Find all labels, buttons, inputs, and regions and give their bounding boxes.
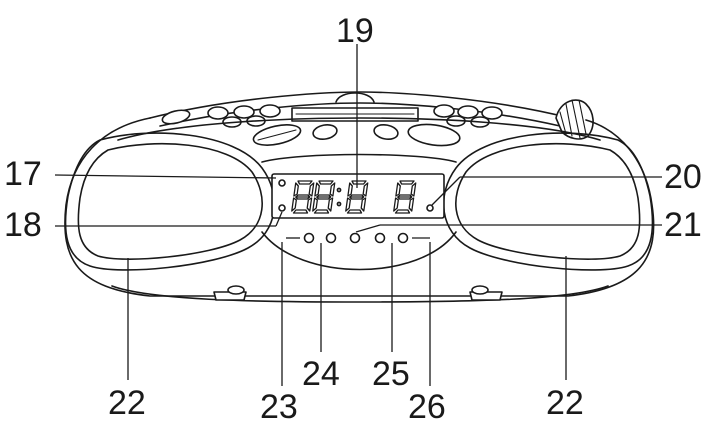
top-button bbox=[259, 104, 281, 118]
callouts: 17 18 19 20 21 22 22 23 24 25 26 bbox=[4, 12, 702, 426]
tuning-knob bbox=[555, 99, 594, 140]
feet bbox=[213, 285, 503, 301]
callout-23: 23 bbox=[260, 388, 298, 426]
front-button-row bbox=[286, 232, 430, 244]
digit bbox=[345, 180, 369, 214]
digit bbox=[393, 180, 417, 214]
indicator-dot bbox=[278, 179, 286, 187]
top-button bbox=[457, 105, 479, 119]
digit bbox=[312, 180, 336, 214]
colon-dot bbox=[336, 201, 342, 207]
callout-18: 18 bbox=[4, 206, 42, 244]
colon-dot bbox=[336, 187, 342, 193]
indicator-dot bbox=[426, 204, 434, 212]
oval-button bbox=[407, 123, 461, 147]
front-button bbox=[397, 232, 409, 244]
front-button bbox=[374, 232, 386, 244]
digit bbox=[291, 180, 315, 214]
leader-lines bbox=[54, 44, 662, 386]
foot bbox=[471, 285, 489, 295]
oval-button bbox=[312, 123, 338, 141]
foot bbox=[227, 285, 245, 295]
center-housing bbox=[252, 123, 461, 271]
callout-17: 17 bbox=[4, 155, 42, 193]
callout-24: 24 bbox=[302, 355, 340, 393]
callout-26: 26 bbox=[408, 388, 446, 426]
display-panel bbox=[271, 173, 445, 219]
callout-19: 19 bbox=[336, 12, 374, 50]
oval-button bbox=[373, 123, 399, 141]
callout-20: 20 bbox=[664, 158, 702, 196]
top-button bbox=[207, 106, 229, 120]
callout-21: 21 bbox=[664, 206, 702, 244]
top-buttons-right bbox=[433, 104, 503, 128]
top-button bbox=[233, 105, 255, 119]
front-button bbox=[325, 232, 337, 244]
right-speaker bbox=[442, 132, 654, 271]
top-button bbox=[433, 104, 455, 118]
front-button bbox=[303, 232, 315, 244]
callout-22-left: 22 bbox=[108, 384, 146, 422]
callout-22-right: 22 bbox=[546, 384, 584, 422]
top-button bbox=[161, 109, 191, 125]
callout-25: 25 bbox=[372, 355, 410, 393]
left-speaker bbox=[64, 132, 276, 271]
top-button bbox=[481, 106, 503, 120]
indicator-dot bbox=[278, 204, 286, 212]
front-button bbox=[349, 232, 361, 244]
